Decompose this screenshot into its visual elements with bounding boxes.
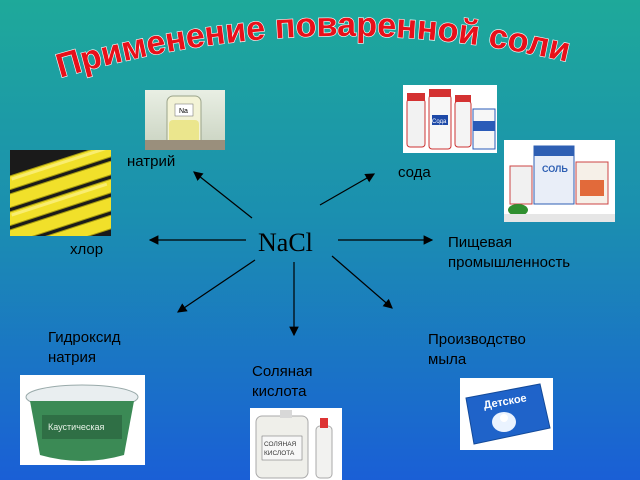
label-hcl-line2: кислота: [252, 383, 307, 400]
arrow-to-naoh: [177, 259, 256, 313]
nacl-center-label: NaCl: [258, 228, 313, 257]
chlorine-cylinders-image: [10, 150, 111, 236]
soap-bar-image: Детское: [460, 378, 553, 450]
hcl-can-text-1: СОЛЯНАЯ: [264, 441, 297, 448]
hcl-can-text-2: КИСЛОТА: [264, 450, 295, 457]
label-food: Пищевая промышленность: [448, 233, 570, 273]
salt-packs-image: СОЛЬ: [504, 140, 615, 222]
naoh-tub-text: Каустическая: [48, 422, 105, 432]
sodium-jar-image: Na: [145, 90, 225, 150]
naoh-tub-image: Каустическая: [20, 375, 145, 465]
label-soap-line2: мыла: [428, 351, 467, 368]
soda-packs-image: Сода: [403, 85, 497, 153]
label-naoh: Гидроксид натрия: [48, 328, 120, 368]
label-soap: Производство мыла: [428, 330, 526, 370]
label-hcl: Соляная кислота: [252, 362, 312, 402]
arrow-to-sodium: [193, 171, 253, 219]
label-soap-line1: Производство: [428, 331, 526, 348]
na-jar-text: Na: [179, 108, 188, 115]
arrow-to-soda: [319, 173, 376, 206]
label-naoh-line2: натрия: [48, 349, 97, 366]
label-food-line1: Пищевая: [448, 234, 512, 251]
soda-pack-text: Сода: [432, 119, 447, 125]
label-sodium: натрий: [127, 153, 176, 170]
label-soda: сода: [398, 164, 431, 181]
label-naoh-line1: Гидроксид: [48, 329, 121, 346]
salt-pack-text: СОЛЬ: [542, 164, 568, 174]
hcl-canister-image: СОЛЯНАЯ КИСЛОТА: [250, 408, 342, 480]
label-food-line2: промышленность: [448, 254, 571, 271]
title-graphic: Применение поваренной соли: [51, 5, 574, 86]
arrow-to-soap: [331, 255, 393, 309]
label-chlorine: хлор: [70, 241, 104, 258]
label-hcl-line1: Соляная: [252, 363, 313, 380]
